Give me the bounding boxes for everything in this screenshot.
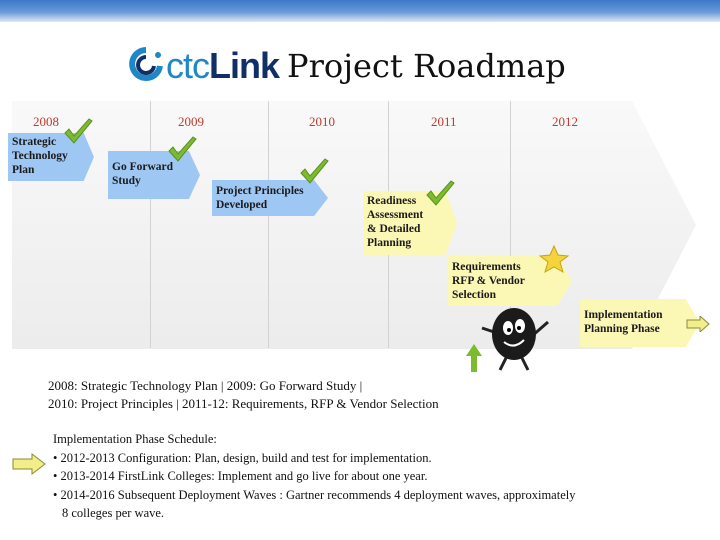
summary-line: 2008: Strategic Technology Plan | 2009: …: [48, 378, 363, 393]
schedule-item: • 2014-2016 Subsequent Deployment Waves …: [53, 487, 576, 502]
checkmark-icon: [426, 180, 455, 206]
milestone-readiness-assessment: Readiness Assessment & Detailed Planning: [363, 191, 457, 255]
checkmark-icon: [64, 118, 93, 144]
timeline-divider: [150, 101, 151, 348]
page-title: Project Roadmap: [287, 47, 566, 85]
schedule-item-continuation: 8 colleges per wave.: [62, 506, 165, 520]
schedule-item: • 2012-2013 Configuration: Plan, design,…: [53, 450, 432, 465]
milestone-strategic-technology-plan: Strategic Technology Plan: [8, 133, 94, 181]
checkmark-icon: [168, 136, 197, 162]
year-label: 2009: [178, 114, 204, 129]
timeline-divider: [268, 101, 269, 348]
schedule-heading: Implementation Phase Schedule:: [53, 432, 217, 446]
logo-link-text: Link: [209, 45, 280, 86]
milestone-project-principles: Project Principles Developed: [212, 180, 328, 216]
milestone-implementation-planning: Implementation Planning Phase: [580, 299, 700, 347]
timeline-divider: [510, 101, 511, 348]
milestone-go-forward-study: Go Forward Study: [108, 151, 200, 199]
small-arrow-icon: [686, 316, 710, 332]
title-row: ctc Link Project Roadmap: [128, 40, 566, 92]
ctclink-logo-icon: [129, 47, 163, 81]
summary-line: 2010: Project Principles | 2011-12: Requ…: [48, 396, 439, 411]
year-label: 2008: [33, 114, 59, 129]
top-gradient-band: [0, 0, 720, 22]
milestone-requirements-rfp: Requirements RFP & Vendor Selection: [448, 256, 572, 306]
timeline-summary: 2008: Strategic Technology Plan | 2009: …: [48, 377, 439, 413]
checkmark-icon: [300, 158, 329, 184]
implementation-schedule: Implementation Phase Schedule: • 2012-20…: [53, 430, 575, 523]
arrow-right-icon: [12, 453, 46, 475]
year-label: 2011: [431, 114, 457, 129]
year-label: 2012: [552, 114, 578, 129]
star-icon: [538, 244, 570, 274]
mascot-figure-icon: [466, 308, 549, 372]
logo-ctc-text: ctc: [166, 45, 210, 86]
schedule-item: • 2013-2014 FirstLink Colleges: Implemen…: [53, 469, 428, 483]
year-label: 2010: [309, 114, 335, 129]
